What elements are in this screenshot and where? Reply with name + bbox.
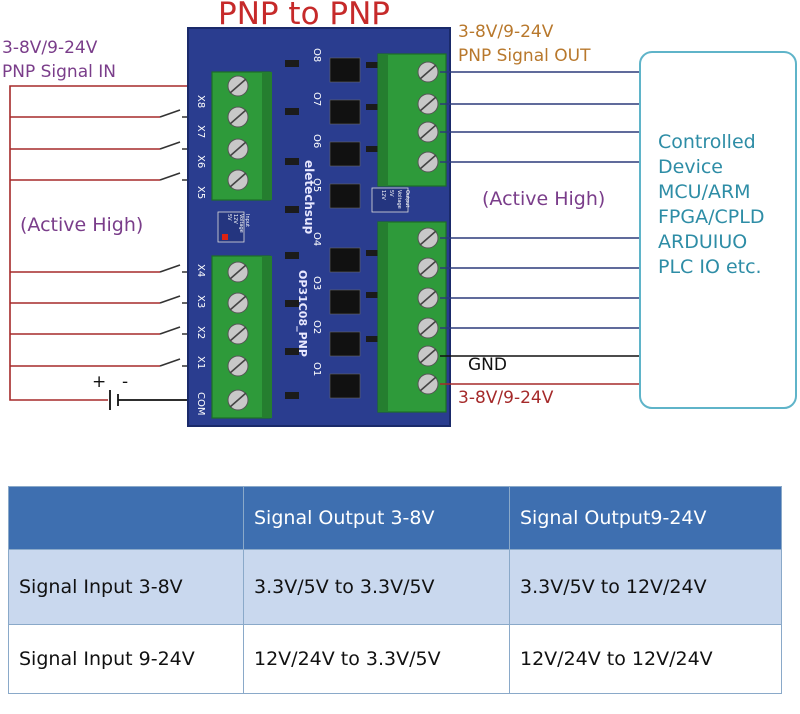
screw-slot (229, 326, 247, 342)
board-model: OP31C08_PNP (296, 270, 309, 357)
terminal-label: O8 (311, 48, 322, 62)
screw-slot (229, 358, 247, 374)
power-label: 3-8V/9-24V (458, 388, 554, 408)
table-cell: 12V/24V to 12V/24V (509, 624, 782, 694)
screw-slot (419, 154, 437, 170)
device-label-line: ARDUIUO (658, 231, 748, 253)
terminal-label: COM (195, 392, 206, 415)
screw-slot (229, 295, 247, 311)
terminal-label: O4 (311, 232, 322, 246)
terminal-label: Voltage (238, 214, 244, 233)
screw-slot (419, 348, 437, 364)
terminal-label: O2 (311, 320, 322, 334)
terminal-label: 12V (380, 190, 386, 200)
screw-slot (229, 172, 247, 188)
table-cell: Signal Input 3-8V (8, 549, 244, 625)
battery-plus-label: + (92, 372, 107, 392)
controlled-device-box (639, 51, 797, 409)
screw-slot (229, 392, 247, 408)
input-signal-label: PNP Signal IN (2, 62, 116, 82)
diagram-title: PNP to PNP (218, 0, 390, 32)
table-row: Signal Input 9-24V 12V/24V to 3.3V/5V 12… (8, 624, 782, 694)
table-header-row: Signal Output 3-8V Signal Output9-24V (8, 486, 782, 550)
screw-slot (419, 124, 437, 140)
output-signal-label: PNP Signal OUT (458, 46, 591, 66)
terminal-label: O6 (311, 134, 322, 148)
terminal-label: X2 (195, 326, 206, 339)
output-wires (440, 71, 640, 329)
terminal-label: X6 (195, 155, 206, 168)
device-label-line: FPGA/CPLD (658, 206, 765, 228)
input-voltage-label: 3-8V/9-24V (2, 38, 98, 58)
table-header-cell (8, 486, 244, 550)
conversion-table: Signal Output 3-8V Signal Output9-24V Si… (8, 486, 782, 694)
screw-slot (419, 290, 437, 306)
device-label-line: PLC IO etc. (658, 256, 762, 278)
screw-slot (419, 64, 437, 80)
screw-slot (419, 320, 437, 336)
device-label-line: Controlled (658, 131, 756, 153)
board-brand: eletechsup (302, 160, 316, 235)
terminal-label: X1 (195, 356, 206, 369)
wiring-diagram: eletechsup OP31C08_PNP X8X7X6X5X4X3X2X1C… (9, 27, 797, 427)
table-cell: 3.3V/5V to 12V/24V (509, 549, 782, 625)
table-header-cell: Signal Output9-24V (509, 486, 782, 550)
terminal-label: X5 (195, 186, 206, 199)
terminal-label: O3 (311, 276, 322, 290)
terminal-label: Output (404, 190, 410, 207)
screw-slot (229, 141, 247, 157)
device-label-line: Device (658, 156, 723, 178)
terminal-label: O5 (311, 178, 322, 192)
terminal-label: O1 (311, 362, 322, 376)
screw-slot (419, 260, 437, 276)
output-voltage-jumper (371, 187, 409, 213)
optocoupler-chips (329, 57, 361, 399)
table-cell: 12V/24V to 3.3V/5V (243, 624, 510, 694)
table-cell: Signal Input 9-24V (8, 624, 244, 694)
terminal-label: X3 (195, 295, 206, 308)
terminal-label: O7 (311, 92, 322, 106)
terminal-label: Voltage (396, 190, 402, 209)
terminal-label: 12V (232, 214, 238, 224)
device-label-line: MCU/ARM (658, 181, 751, 203)
terminal-label: X7 (195, 125, 206, 138)
battery-minus-label: - (122, 372, 129, 392)
terminal-label: X4 (195, 264, 206, 277)
resistors (285, 60, 378, 399)
table-cell: 3.3V/5V to 3.3V/5V (243, 549, 510, 625)
output-screws (417, 61, 439, 395)
input-wires (9, 85, 222, 401)
terminal-label: 5V (388, 190, 394, 197)
terminal-label: 5V (226, 214, 232, 221)
gnd-label: GND (468, 355, 507, 375)
active-high-left-label: (Active High) (20, 214, 144, 236)
output-voltage-label: 3-8V/9-24V (458, 22, 554, 42)
screw-slot (419, 230, 437, 246)
terminal-label: X8 (195, 95, 206, 108)
screw-slot (419, 376, 437, 392)
screw-slot (229, 264, 247, 280)
table-row: Signal Input 3-8V 3.3V/5V to 3.3V/5V 3.3… (8, 549, 782, 625)
table-header-cell: Signal Output 3-8V (243, 486, 510, 550)
terminal-label: Input (244, 214, 250, 227)
active-high-right-label: (Active High) (482, 188, 606, 210)
input-screws (227, 75, 249, 411)
screw-slot (229, 109, 247, 125)
screw-slot (229, 78, 247, 94)
screw-slot (419, 96, 437, 112)
